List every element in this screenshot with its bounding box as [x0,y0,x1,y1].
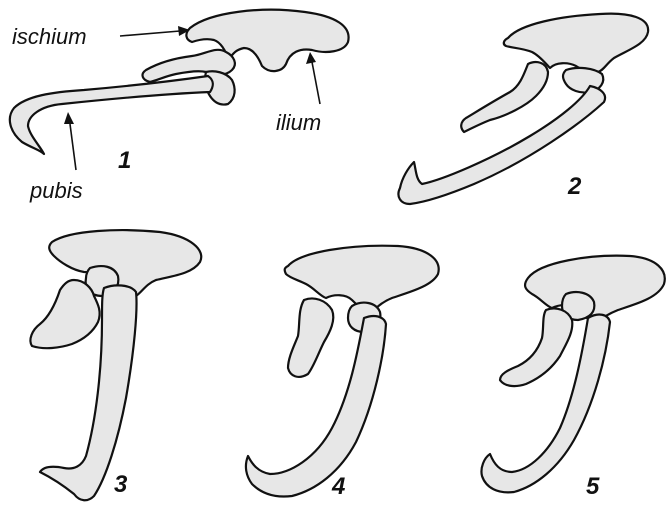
ischium-bone-2 [461,62,548,132]
pelvis-figure-2 [398,14,648,204]
ischium-bone-5 [500,308,572,386]
pelvis-figure-3 [30,230,201,500]
figure-number-2: 2 [567,173,582,200]
ischium-label: ischium [12,24,87,49]
ischium-bone-3 [30,280,99,348]
pubis-bone-1 [10,76,213,154]
ischium-arrow [120,26,190,36]
pubis-label: pubis [29,178,83,203]
figure-number-1: 1 [118,147,131,174]
ischium-bone-4 [288,298,333,376]
figure-number-3: 3 [114,471,128,498]
figure-number-5: 5 [586,473,600,500]
ilium-bone-2 [504,14,648,73]
ilium-label: ilium [276,110,321,135]
pelvis-figure-5 [481,256,664,493]
pelvis-figure-4 [246,246,439,497]
ilium-arrow [306,52,320,104]
pubis-arrow [64,112,76,170]
figure-number-4: 4 [331,473,345,500]
